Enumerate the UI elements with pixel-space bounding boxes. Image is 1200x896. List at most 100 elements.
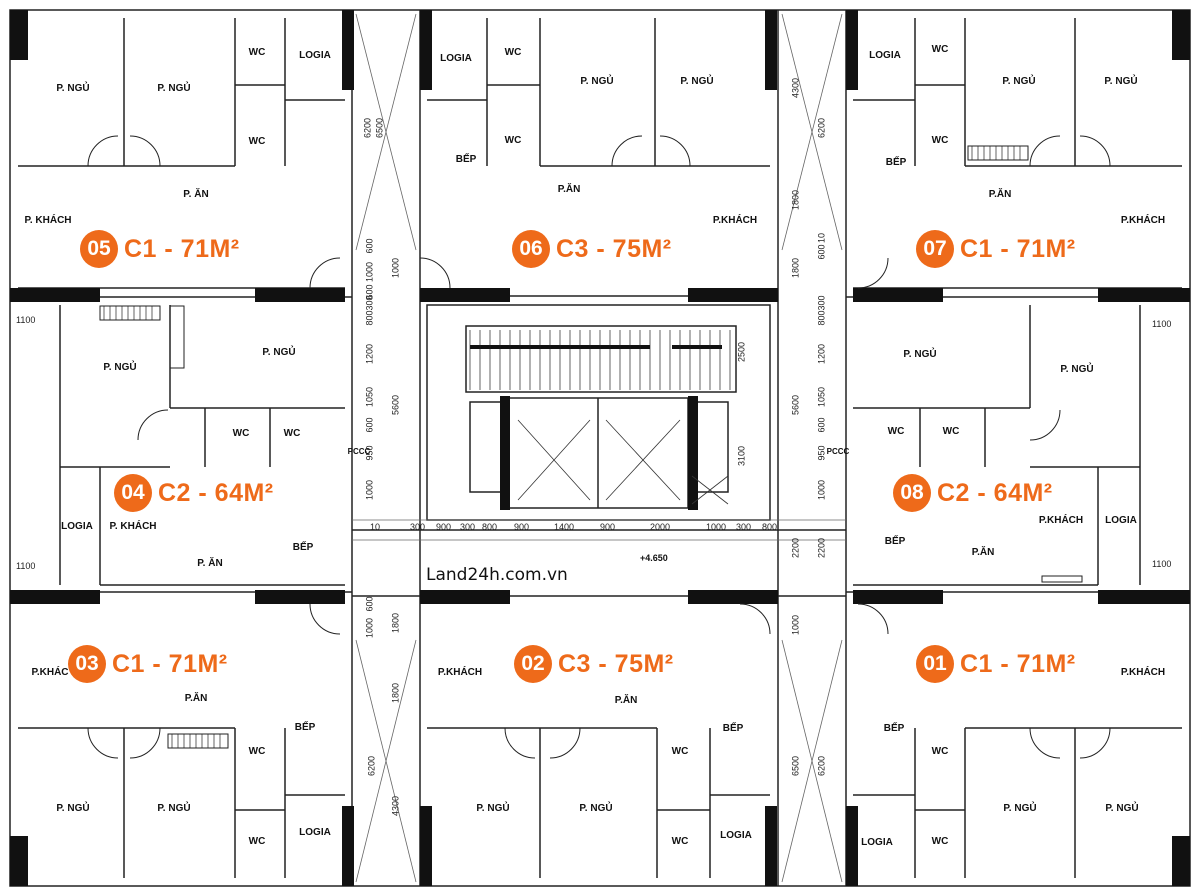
room-label-bedroom: P. NGỦ — [1105, 803, 1139, 814]
room-label-bedroom: P. NGỦ — [157, 803, 191, 814]
dim-side: 1100 — [1152, 319, 1172, 329]
dim-cell: 1000 — [706, 522, 727, 532]
room-label-bedroom: P. NGỦ — [580, 76, 614, 87]
dim-cell: 300 — [460, 522, 476, 532]
dim-vertical: 1000 — [390, 257, 401, 279]
unit-type-area: C3 - 75M² — [556, 234, 672, 263]
room-label-bedroom: P. NGỦ — [103, 362, 137, 373]
room-label-dining: P.ĂN — [614, 695, 638, 706]
room-label-logia: LOGIA — [61, 521, 93, 532]
room-label-kitchen: BẾP — [292, 542, 314, 553]
dim-vertical: 1000 — [364, 617, 375, 639]
unit-type-area: C3 - 75M² — [558, 649, 674, 678]
room-label-dining: P.ĂN — [557, 184, 581, 195]
dim-vertical: 1000 — [790, 614, 801, 636]
dim-cell: 800 — [762, 522, 778, 532]
dim-vertical: 6200 — [362, 117, 373, 139]
unit-type-area: C2 - 64M² — [937, 478, 1053, 507]
elevator-crosses — [517, 419, 729, 505]
dim-vertical: 1000 — [364, 479, 375, 501]
dim-vertical: 3100 — [736, 445, 747, 467]
dim-cell: 2000 — [650, 522, 671, 532]
room-label-wc: WC — [942, 426, 960, 437]
dim-cell: 300 — [736, 522, 752, 532]
room-label-logia: LOGIA — [1105, 515, 1137, 526]
dim-cell: 300 — [410, 522, 426, 532]
dim-vertical: 1050 — [364, 386, 375, 408]
room-label-wc: WC — [504, 47, 522, 58]
door-arcs — [87, 135, 1111, 759]
dim-vertical: 1800 — [390, 612, 401, 634]
dim-vertical: 2500 — [736, 341, 747, 363]
unit-number: 07 — [916, 230, 954, 268]
dim-vertical: 6500 — [790, 755, 801, 777]
room-label-bedroom: P. NGỦ — [1003, 803, 1037, 814]
unit-number: 05 — [80, 230, 118, 268]
room-label-bedroom: P. NGỦ — [1002, 76, 1036, 87]
room-label-living: P.KHÁCH — [1120, 667, 1166, 678]
thick-walls — [10, 10, 1190, 886]
room-label-wc: WC — [671, 746, 689, 757]
dim-cell: 900 — [514, 522, 530, 532]
dim-vertical: 5600 — [390, 394, 401, 416]
unit-type-area: C1 - 71M² — [124, 234, 240, 263]
unit-number: 08 — [893, 474, 931, 512]
room-label-living: P.KHÁCH — [437, 667, 483, 678]
dim-vertical: 1800 — [390, 682, 401, 704]
dim-side: 1100 — [16, 561, 36, 571]
dim-vertical: 600 — [364, 417, 375, 433]
room-label-living: P.KHÁCH — [712, 215, 758, 226]
dim-side: 1100 — [1152, 559, 1172, 569]
room-label-kitchen: BẾP — [884, 536, 906, 547]
room-label-bedroom: P. NGỦ — [1104, 76, 1138, 87]
watermark: Land24h.com.vn — [426, 565, 568, 585]
dim-vertical: 600 — [364, 596, 375, 612]
room-label-logia: LOGIA — [440, 53, 472, 64]
room-label-bedroom: P. NGỦ — [262, 347, 296, 358]
unit-number: 01 — [916, 645, 954, 683]
room-label-bedroom: P. NGỦ — [56, 83, 90, 94]
corridor-guides — [352, 13, 846, 883]
room-label-dining: P.ĂN — [184, 693, 208, 704]
room-label-pccc: PCCC — [826, 447, 850, 456]
room-label-wc: WC — [931, 135, 949, 146]
dim-vertical: 300 — [364, 295, 375, 311]
unit-number: 02 — [514, 645, 552, 683]
dim-vertical: 6200 — [366, 755, 377, 777]
dim-vertical: 1200 — [816, 343, 827, 365]
room-label-dining: P.ĂN — [971, 547, 995, 558]
dim-cell: 800 — [482, 522, 498, 532]
room-label-wc: WC — [931, 836, 949, 847]
dim-cell: 900 — [436, 522, 452, 532]
dim-vertical: 800 — [364, 310, 375, 326]
dim-vertical: 10 — [816, 232, 827, 244]
dim-vertical: 950 — [364, 445, 375, 461]
dim-vertical: 6200 — [816, 117, 827, 139]
room-label-logia: LOGIA — [299, 50, 331, 61]
room-label-bedroom: P. NGỦ — [157, 83, 191, 94]
room-label-logia: LOGIA — [861, 837, 893, 848]
room-label-pccc: PCCC — [347, 447, 371, 456]
room-label-wc: WC — [232, 428, 250, 439]
dim-cell: 900 — [600, 522, 616, 532]
room-label-bedroom: P. NGỦ — [680, 76, 714, 87]
room-label-kitchen: BẾP — [294, 722, 316, 733]
dim-vertical: 1050 — [816, 386, 827, 408]
dim-vertical: 1800 — [790, 257, 801, 279]
unit-type-area: C1 - 71M² — [960, 649, 1076, 678]
room-label-bedroom: P. NGỦ — [56, 803, 90, 814]
room-label-living: P.KHÁC — [31, 667, 69, 678]
room-label-wc: WC — [248, 47, 266, 58]
dim-vertical: 4300 — [790, 77, 801, 99]
dim-vertical: 6200 — [816, 755, 827, 777]
corridor-dimension-row: 10 300 900 300 800 900 1400 900 2000 100… — [370, 523, 786, 532]
dim-vertical: 6500 — [374, 117, 385, 139]
hatch-fill — [103, 146, 1021, 748]
room-label-logia: LOGIA — [720, 830, 752, 841]
hatch-marks — [99, 145, 1083, 749]
